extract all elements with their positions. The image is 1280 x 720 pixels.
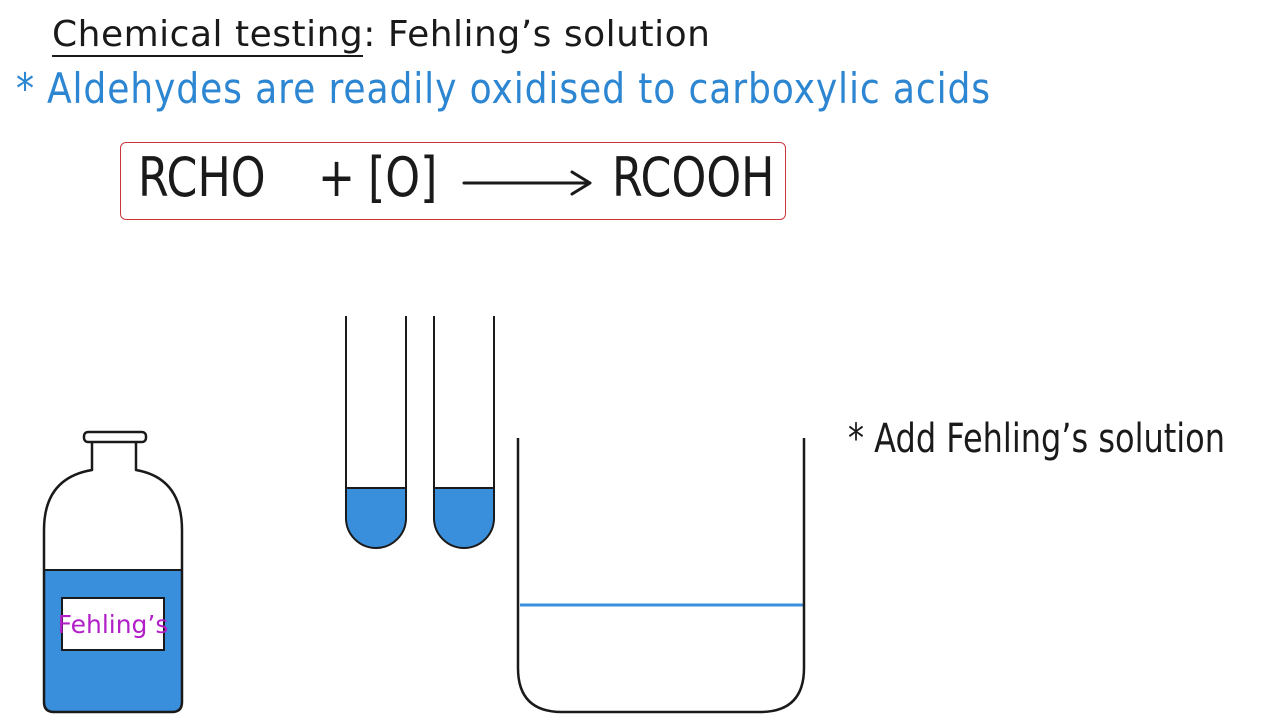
test-tube-left — [345, 316, 407, 549]
bottle-label-text: Fehling’s — [58, 610, 169, 639]
title-rest: : Fehling’s solution — [363, 14, 711, 55]
reaction-arrow-icon — [462, 170, 592, 196]
bullet-text-add-fehlings: Add Fehling’s solution — [874, 416, 1226, 462]
bullet-point-add-fehlings: * Add Fehling’s solution — [848, 416, 1225, 462]
reagent-bottle: Fehling’s — [42, 430, 184, 714]
bottle-label — [61, 597, 165, 651]
asterisk-icon: * — [848, 416, 864, 462]
test-tube-right — [433, 316, 495, 549]
equation-product: RCOOH — [612, 146, 775, 209]
bullet-text-aldehydes: Aldehydes are readily oxidised to carbox… — [46, 64, 991, 113]
bullet-point-aldehydes: *Aldehydes are readily oxidised to carbo… — [16, 64, 991, 113]
title-underlined: Chemical testing — [52, 14, 364, 57]
page-title: Chemical testing: Fehling’s solution — [52, 14, 711, 57]
asterisk-icon: * — [16, 64, 35, 113]
equation-box — [120, 142, 786, 220]
equation-oxidant: [O] — [368, 146, 438, 209]
beaker — [516, 438, 806, 714]
equation-reactant: RCHO — [138, 146, 266, 209]
equation-plus: + — [318, 146, 356, 209]
